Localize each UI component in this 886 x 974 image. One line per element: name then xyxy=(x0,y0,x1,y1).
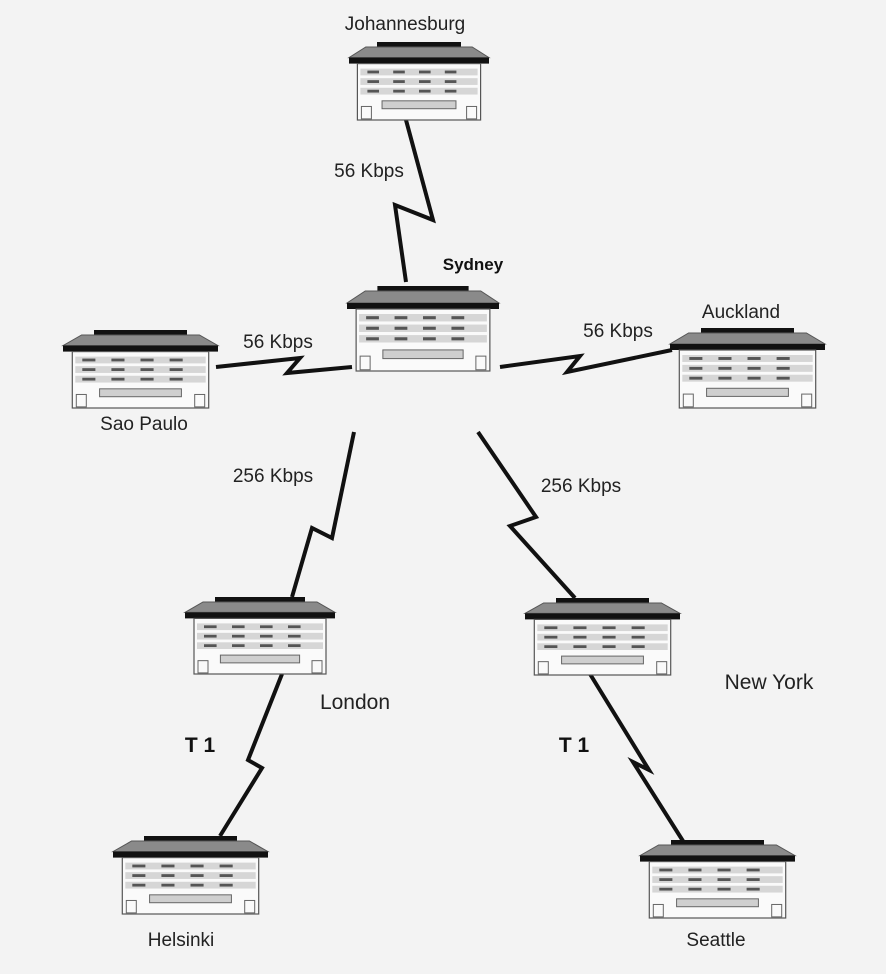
building-icon-helsinki xyxy=(111,836,270,915)
link-sydney-new-york xyxy=(476,430,577,600)
link-london-helsinki xyxy=(218,673,284,838)
link-new-york-seattle xyxy=(588,672,697,862)
building-icon-auckland xyxy=(668,328,827,409)
site-label-sao-paulo: Sao Paulo xyxy=(100,414,188,435)
link-sydney-johannesburg xyxy=(392,119,436,283)
building-icon-sao-paulo xyxy=(61,330,220,409)
site-label-auckland: Auckland xyxy=(702,302,780,323)
labels-layer: Johannesburg Sydney Sao Paulo Auckland L… xyxy=(100,14,814,951)
link-label-sao-paulo: 56 Kbps xyxy=(243,332,313,353)
site-label-sydney: Sydney xyxy=(443,255,504,274)
link-label-seattle: T 1 xyxy=(559,734,590,757)
link-label-auckland: 56 Kbps xyxy=(583,321,653,342)
building-icon-seattle xyxy=(638,840,797,919)
link-label-new-york: 256 Kbps xyxy=(541,476,621,497)
link-label-helsinki: T 1 xyxy=(185,734,216,757)
building-icon-new-york xyxy=(523,598,682,676)
link-sydney-london xyxy=(290,431,356,598)
site-label-seattle: Seattle xyxy=(686,930,745,951)
link-label-johannesburg: 56 Kbps xyxy=(334,161,404,182)
site-label-london: London xyxy=(320,691,390,714)
sites-layer xyxy=(61,42,827,919)
building-icon-johannesburg xyxy=(347,42,491,121)
building-icon-sydney xyxy=(345,286,501,372)
site-label-johannesburg: Johannesburg xyxy=(345,14,465,35)
link-sydney-auckland xyxy=(499,348,673,376)
link-sydney-sao-paulo xyxy=(215,355,353,376)
site-label-new-york: New York xyxy=(725,671,814,694)
link-label-london: 256 Kbps xyxy=(233,466,313,487)
building-icon-london xyxy=(183,597,337,675)
site-label-helsinki: Helsinki xyxy=(148,930,215,951)
links-layer xyxy=(215,119,697,862)
